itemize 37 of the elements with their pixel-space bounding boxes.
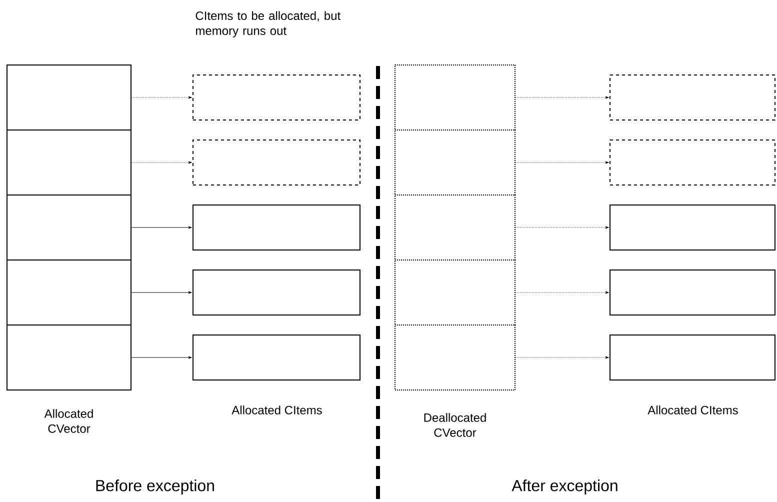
item-box [192,74,360,120]
text-label: Allocated CItems [648,406,738,414]
vector-cell [6,324,132,390]
vector-cell [6,259,132,326]
arrow [131,226,192,229]
vector-cell [6,129,132,196]
item-box [192,269,360,316]
text-label: CItems to be allocated, but memory runs out [196,11,340,38]
vector-cell [394,194,516,260]
arrow [131,96,192,99]
text-label: Allocated CItems [232,406,322,414]
text-label: Deallocated CVector [424,413,486,437]
vector-cell [394,259,516,326]
item-box [192,334,360,380]
vector-cell [6,64,132,130]
item-box [192,140,360,186]
arrow [515,96,609,99]
vector-cell [6,194,132,260]
arrow [131,161,192,164]
arrow [131,291,192,294]
item-box [192,204,360,250]
item-box [610,334,776,380]
item-box [610,204,776,250]
text-label: Before exception [96,480,214,494]
vector-cell [394,129,516,196]
item-box [610,74,776,120]
arrow [515,291,609,294]
text-label: After exception [512,480,618,494]
arrow [515,356,609,359]
arrow [131,356,192,359]
item-box [610,269,776,316]
vector-cell [394,324,516,390]
arrow [515,161,609,164]
text-label: Allocated CVector [44,409,93,433]
arrow [515,226,609,229]
item-box [610,140,776,186]
vector-cell [394,64,516,130]
